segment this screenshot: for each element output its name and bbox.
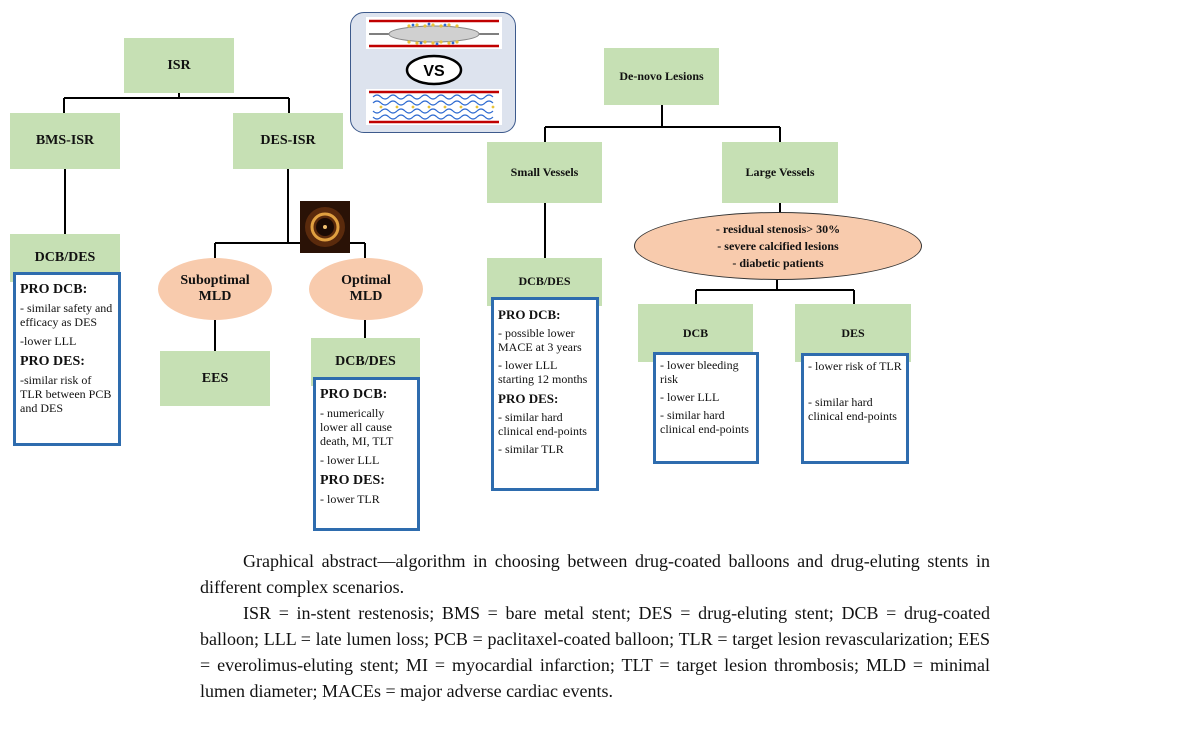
pro-des-heading: PRO DES: — [20, 354, 85, 369]
suboptimal-label: Suboptimal — [180, 273, 250, 288]
bms-des-item: -similar risk of TLR between PCB and DES — [20, 373, 112, 415]
de-novo-label: De-novo Lesions — [619, 69, 704, 83]
large-vessels-criteria-oval: - residual stenosis> 30% - severe calcif… — [634, 212, 922, 280]
small-dcb-des-label: DCB/DES — [518, 274, 571, 288]
pro-dcb-heading: PRO DCB: — [320, 387, 388, 402]
bms-info-box: PRO DCB: - similar safety and efficacy a… — [13, 272, 121, 446]
criteria-item: - residual stenosis> 30% — [715, 221, 841, 236]
ees-box: EES — [160, 351, 270, 406]
bms-dcb-item: -lower LLL — [20, 334, 77, 348]
large-dcb-info-box: - lower bleeding risk - lower LLL - simi… — [653, 352, 759, 464]
balloon-vs-stent-icon: VS — [366, 17, 502, 125]
pro-des-heading: PRO DES: — [320, 473, 385, 488]
des-isr-box: DES-ISR — [233, 113, 343, 169]
dcb-vs-des-illustration: VS — [350, 12, 516, 133]
optimal-label: Optimal — [341, 273, 391, 288]
large-des-box: DES — [795, 304, 911, 362]
large-vessels-label: Large Vessels — [745, 165, 815, 179]
optimal-des-item: - lower TLR — [320, 492, 380, 506]
de-novo-box: De-novo Lesions — [604, 48, 719, 105]
large-vessels-box: Large Vessels — [722, 142, 838, 203]
isr-label: ISR — [167, 57, 191, 73]
mld-label: MLD — [198, 289, 232, 304]
criteria-item: - diabetic patients — [732, 255, 824, 270]
oct-image — [300, 201, 350, 253]
optimal-info-box: PRO DCB: - numerically lower all cause d… — [313, 377, 420, 531]
bms-isr-label: BMS-ISR — [35, 133, 95, 148]
large-des-item: - similar hard clinical end-points — [808, 395, 897, 423]
pro-dcb-heading: PRO DCB: — [498, 307, 561, 322]
optimal-dcb-item: - numerically lower all cause death, MI,… — [320, 406, 394, 448]
pro-dcb-heading: PRO DCB: — [20, 282, 88, 297]
small-dcb-item: - possible lower MACE at 3 years — [498, 326, 582, 354]
pro-des-heading: PRO DES: — [498, 391, 559, 406]
figure-caption: Graphical abstract—algorithm in choosing… — [200, 548, 990, 704]
bms-dcb-des-label: DCB/DES — [34, 250, 96, 265]
small-des-item: - similar hard clinical end-points — [498, 410, 587, 438]
caption-abbreviations: ISR = in-stent restenosis; BMS = bare me… — [200, 603, 990, 701]
large-dcb-label: DCB — [682, 325, 709, 340]
large-dcb-item: - similar hard clinical end-points — [660, 408, 749, 436]
des-isr-label: DES-ISR — [260, 133, 316, 148]
optimal-dcb-item: - lower LLL — [320, 453, 380, 467]
mld-label: MLD — [349, 289, 383, 304]
isr-box: ISR — [124, 38, 234, 93]
small-vessels-box: Small Vessels — [487, 142, 602, 203]
small-info-box: PRO DCB: - possible lower MACE at 3 year… — [491, 297, 599, 491]
small-vessels-label: Small Vessels — [510, 165, 579, 179]
large-des-item: - lower risk of TLR — [808, 359, 902, 373]
criteria-item: - severe calcified lesions — [717, 238, 839, 253]
caption-title: Graphical abstract—algorithm in choosing… — [200, 551, 990, 597]
vs-label: VS — [423, 63, 445, 80]
small-des-item: - similar TLR — [498, 442, 564, 456]
large-dcb-item: - lower bleeding risk — [660, 358, 739, 386]
large-des-info-box: - lower risk of TLR - similar hard clini… — [801, 353, 909, 464]
optimal-mld-oval: Optimal MLD — [309, 258, 423, 320]
bms-dcb-item: - similar safety and efficacy as DES — [20, 301, 113, 329]
ees-label: EES — [201, 370, 229, 386]
optimal-dcb-des-label: DCB/DES — [335, 354, 396, 369]
small-dcb-item: - lower LLL starting 12 months — [498, 358, 588, 386]
large-dcb-item: - lower LLL — [660, 390, 720, 404]
oct-cross-section-icon — [300, 201, 350, 253]
bms-isr-box: BMS-ISR — [10, 113, 120, 169]
suboptimal-mld-oval: Suboptimal MLD — [158, 258, 272, 320]
large-des-label: DES — [841, 325, 865, 340]
